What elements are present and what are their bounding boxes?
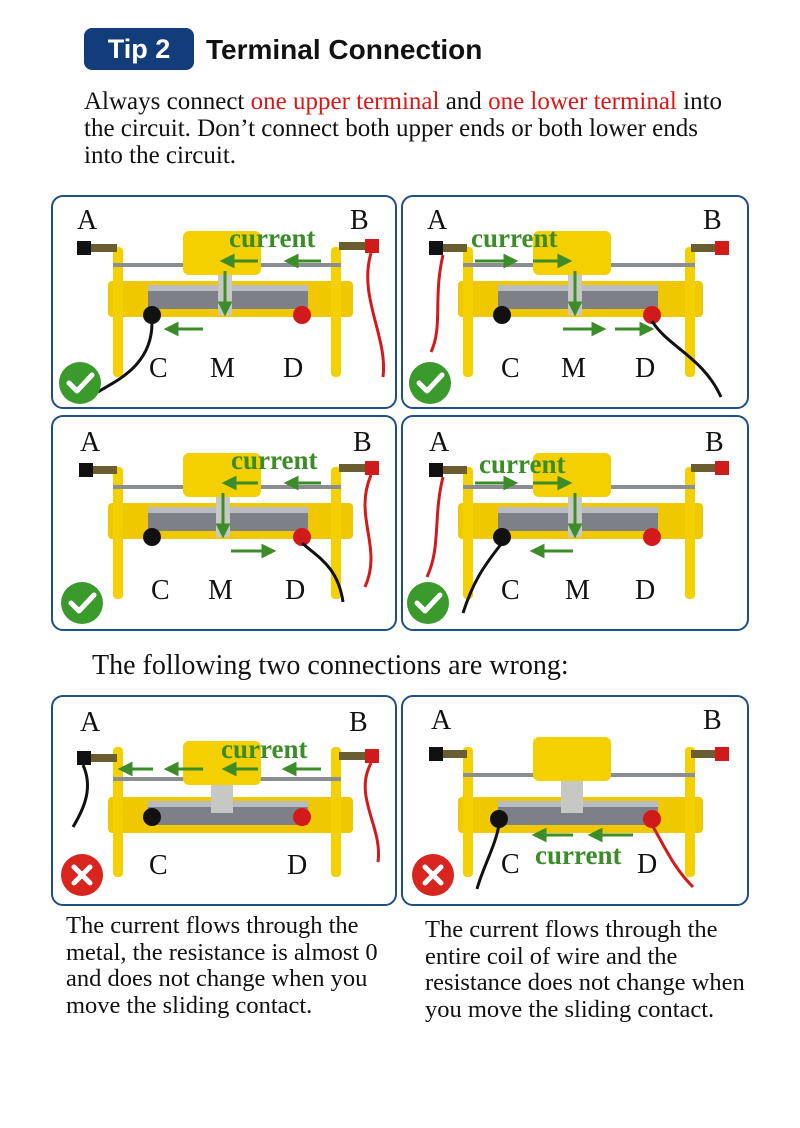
rheostat-body: [458, 737, 703, 877]
rheostat-diagram-1: A B C M D current: [59, 205, 386, 404]
page-title: Terminal Connection: [206, 34, 483, 65]
terminal-posts: [429, 461, 729, 546]
terminal-label-d: D: [283, 353, 303, 384]
terminal-posts: [77, 749, 379, 826]
rheostat-diagram-3: A B C M D current: [61, 427, 379, 624]
caption-right: The current flows through the entire coi…: [425, 916, 745, 1023]
diagram-panel-5: A B C D current: [51, 695, 397, 906]
current-arrows: [215, 475, 321, 559]
current-label: current: [471, 223, 557, 253]
current-arrows: [117, 761, 321, 777]
intro-text-2: and: [439, 88, 489, 115]
intro-highlight-upper: one upper terminal: [250, 88, 440, 115]
wires: [97, 252, 386, 394]
terminal-label-d: D: [285, 575, 305, 606]
caption-left: The current flows through the metal, the…: [66, 912, 378, 1019]
current-label: current: [535, 840, 621, 870]
terminal-label-a: A: [77, 205, 98, 236]
terminal-label-b: B: [353, 427, 372, 458]
terminal-label-b: B: [703, 205, 722, 236]
cross-circle-icon: [61, 854, 103, 896]
wires: [301, 474, 373, 603]
terminal-label-d: D: [635, 575, 655, 606]
rheostat-diagram-4: A B C M D current: [407, 427, 729, 624]
wrong-connections-heading: The following two connections are wrong:: [92, 650, 569, 681]
current-arrows: [531, 827, 633, 843]
terminal-label-a: A: [431, 705, 452, 736]
terminal-label-c: C: [501, 849, 520, 880]
check-circle-icon: [409, 362, 451, 404]
slider-label-m: M: [210, 353, 235, 384]
current-label: current: [221, 734, 307, 764]
terminal-label-a: A: [429, 427, 450, 458]
current-arrows: [475, 253, 655, 337]
terminal-posts: [429, 747, 729, 828]
terminal-label-b: B: [703, 705, 722, 736]
terminal-label-c: C: [501, 575, 520, 606]
terminal-posts: [77, 239, 379, 324]
wires: [475, 824, 695, 890]
terminal-label-c: C: [151, 575, 170, 606]
wires: [71, 762, 381, 863]
terminal-label-c: C: [149, 850, 168, 881]
rheostat-diagram-6: A B C D current: [412, 705, 729, 896]
terminal-label-a: A: [80, 427, 101, 458]
current-label: current: [229, 223, 315, 253]
current-arrows: [475, 475, 583, 559]
wires: [429, 254, 723, 398]
rheostat-body: [458, 453, 703, 599]
terminal-posts: [429, 241, 729, 324]
terminal-label-d: D: [287, 850, 307, 881]
slider-label-m: M: [208, 575, 233, 606]
rheostat-diagram-5: A B C D current: [61, 707, 381, 896]
terminal-label-c: C: [149, 353, 168, 384]
terminal-label-a: A: [80, 707, 101, 738]
check-circle-icon: [59, 362, 101, 404]
diagram-panel-4: A B C M D current: [401, 415, 749, 631]
terminal-label-b: B: [705, 427, 724, 458]
terminal-label-b: B: [350, 205, 369, 236]
wires: [425, 476, 504, 614]
diagram-panel-3: A B C M D current: [51, 415, 397, 631]
terminal-label-d: D: [635, 353, 655, 384]
intro-highlight-lower: one lower terminal: [488, 88, 677, 115]
rheostat-diagram-2: A B C M D current: [409, 205, 729, 404]
current-arrows: [163, 253, 321, 337]
diagram-panel-6: A B C D current: [401, 695, 749, 906]
terminal-label-a: A: [427, 205, 448, 236]
diagram-panel-1: A B C M D current: [51, 195, 397, 409]
cross-circle-icon: [412, 854, 454, 896]
rheostat-body: [108, 741, 353, 877]
diagram-panel-2: A B C M D current: [401, 195, 749, 409]
intro-text-1: Always connect: [84, 88, 251, 115]
terminal-label-c: C: [501, 353, 520, 384]
slider-label-m: M: [561, 353, 586, 384]
intro-text: Always connect one upper terminal and on…: [84, 88, 724, 169]
check-circle-icon: [407, 582, 449, 624]
tip-badge: Tip 2: [84, 28, 194, 70]
current-label: current: [479, 449, 565, 479]
terminal-posts: [79, 461, 379, 546]
slider-label-m: M: [565, 575, 590, 606]
intro-text-3: into the circuit. Don’t connect both upp…: [84, 88, 723, 169]
current-label: current: [231, 445, 317, 475]
terminal-label-d: D: [637, 849, 657, 880]
check-circle-icon: [61, 582, 103, 624]
terminal-label-b: B: [349, 707, 368, 738]
